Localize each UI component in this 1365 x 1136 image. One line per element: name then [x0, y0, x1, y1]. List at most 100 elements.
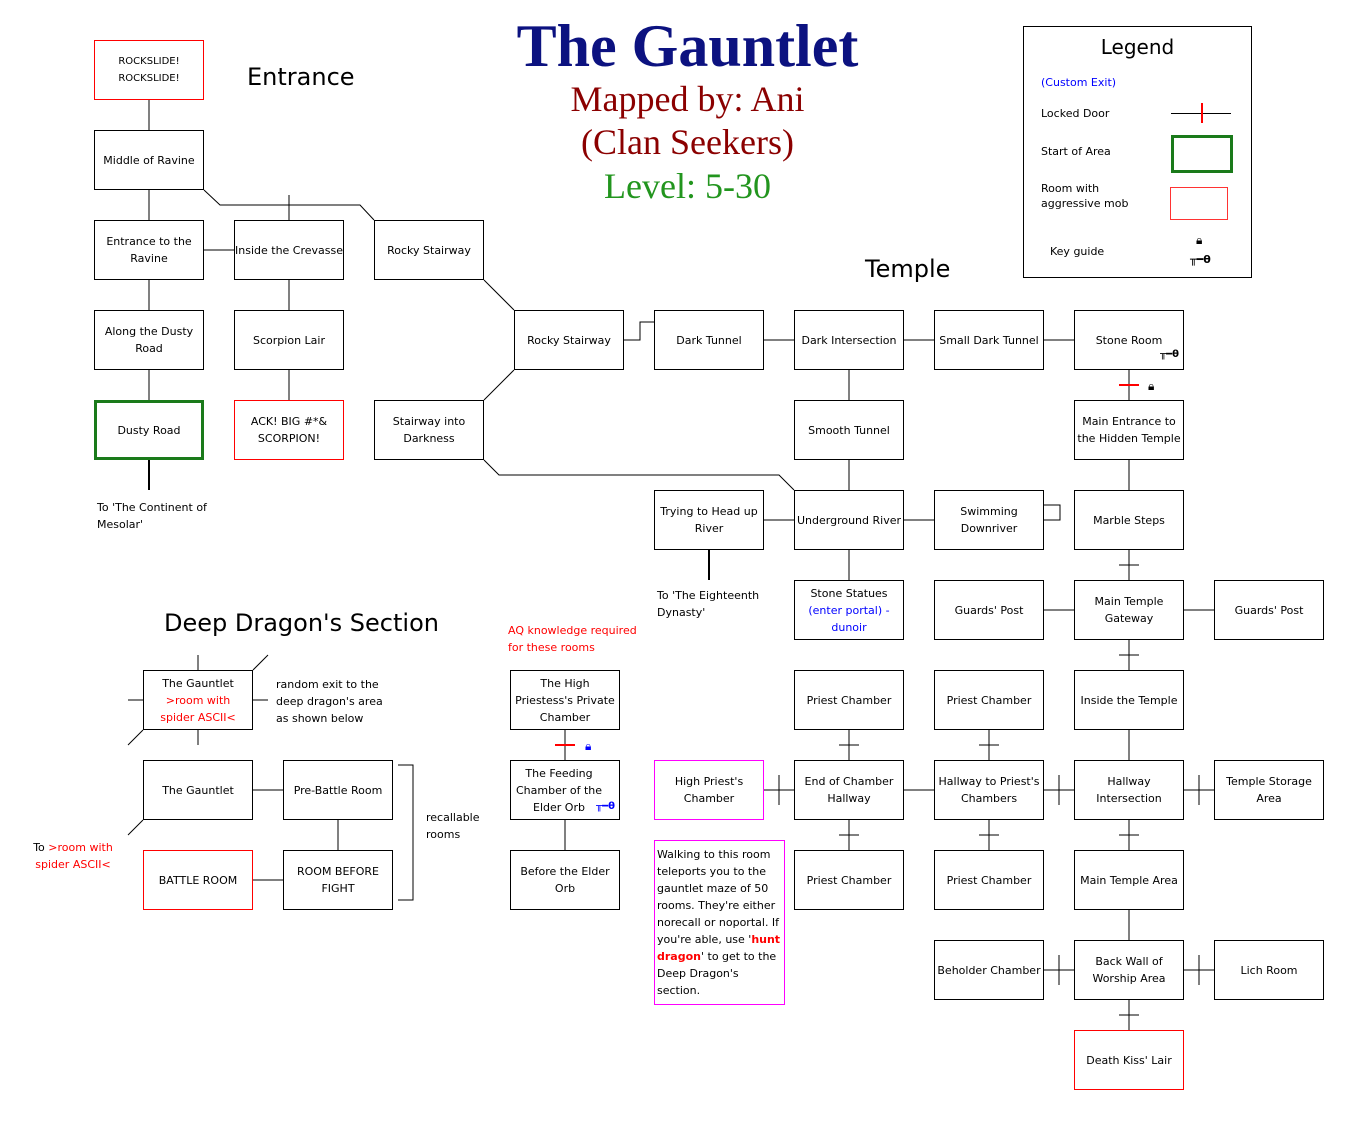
room-label: Stairway into Darkness [392, 415, 466, 445]
room-temple-storage[interactable]: Temple Storage Area [1214, 760, 1324, 820]
room-label: Main Entrance to the Hidden Temple [1077, 415, 1181, 445]
lock-icon: 🔒︎ [1196, 233, 1203, 247]
room-label: Priest Chamber [946, 693, 1032, 707]
room-swimming-downriver[interactable]: Swimming Downriver [934, 490, 1044, 550]
clan: (Clan Seekers) [581, 122, 794, 162]
room-gauntlet[interactable]: The Gauntlet [143, 760, 253, 820]
room-sublabel: (enter portal) - dunoir [808, 603, 890, 634]
room-label: Smooth Tunnel [808, 423, 890, 437]
room-priest-chamber-3[interactable]: Priest Chamber [794, 850, 904, 910]
room-high-priestess[interactable]: The High Priestess's Private Chamber [510, 670, 620, 730]
connector [127, 819, 144, 836]
room-smooth-tunnel[interactable]: Smooth Tunnel [794, 400, 904, 460]
room-label: Back Wall of Worship Area [1092, 955, 1166, 985]
room-entrance-ravine[interactable]: Entrance to the Ravine [94, 220, 204, 280]
room-priest-chamber-2[interactable]: Priest Chamber [934, 670, 1044, 730]
section-entrance: Entrance [247, 63, 355, 91]
room-label: Scorpion Lair [253, 333, 325, 347]
room-label: Before the Elder Orb [520, 865, 610, 895]
legend-custom-exit: (Custom Exit) [1041, 76, 1117, 89]
room-priest-chamber-1[interactable]: Priest Chamber [794, 670, 904, 730]
room-rockslide[interactable]: ROCKSLIDE! ROCKSLIDE! [94, 40, 204, 100]
level-range: Level: 5-30 [604, 166, 771, 206]
legend-locked-door: Locked Door [1041, 107, 1110, 120]
room-label: High Priest's Chamber [674, 775, 744, 805]
room-middle-ravine[interactable]: Middle of Ravine [94, 130, 204, 190]
mapped-by: Mapped by: Ani [570, 79, 805, 119]
to-spider-link: >room with spider ASCII< [35, 841, 113, 871]
room-label: The Gauntlet [162, 676, 234, 690]
room-priest-chamber-4[interactable]: Priest Chamber [934, 850, 1044, 910]
room-inside-temple[interactable]: Inside the Temple [1074, 670, 1184, 730]
room-beholder[interactable]: Beholder Chamber [934, 940, 1044, 1000]
room-gauntlet-spider[interactable]: The Gauntlet >room with spider ASCII< [143, 670, 253, 730]
room-trying-head-up[interactable]: Trying to Head up River [654, 490, 764, 550]
room-stone-room[interactable]: Stone Room╥━θ [1074, 310, 1184, 370]
room-high-priest[interactable]: High Priest's Chamber [654, 760, 764, 820]
connector [252, 654, 269, 671]
room-battle-room[interactable]: BATTLE ROOM [143, 850, 253, 910]
room-main-temple-area[interactable]: Main Temple Area [1074, 850, 1184, 910]
room-label: Priest Chamber [946, 873, 1032, 887]
room-guards-post-2[interactable]: Guards' Post [1214, 580, 1324, 640]
room-label: Middle of Ravine [103, 153, 195, 167]
room-feeding-chamber[interactable]: The Feeding Chamber of the Elder Orb╥━θ [510, 760, 620, 820]
legend-aggressive-mob: Room with aggressive mob [1041, 182, 1129, 210]
room-main-gateway[interactable]: Main Temple Gateway [1074, 580, 1184, 640]
teleport-note: Walking to this room teleports you to th… [654, 840, 785, 1005]
room-along-dusty[interactable]: Along the Dusty Road [94, 310, 204, 370]
room-stairway-darkness[interactable]: Stairway into Darkness [374, 400, 484, 460]
room-label: Rocky Stairway [527, 333, 611, 347]
legend-key-guide: Key guide [1050, 245, 1105, 258]
room-death-kiss[interactable]: Death Kiss' Lair [1074, 1030, 1184, 1090]
room-label: Main Temple Area [1080, 873, 1178, 887]
room-label: Death Kiss' Lair [1086, 1053, 1172, 1067]
room-guards-post-1[interactable]: Guards' Post [934, 580, 1044, 640]
hunt-dragon-command: hunt dragon [657, 933, 781, 963]
room-back-wall[interactable]: Back Wall of Worship Area [1074, 940, 1184, 1000]
locked-door-tick [1201, 103, 1203, 123]
room-rocky-stairway-2[interactable]: Rocky Stairway [514, 310, 624, 370]
room-label: ROOM BEFORE FIGHT [296, 865, 380, 895]
room-rocky-stairway-1[interactable]: Rocky Stairway [374, 220, 484, 280]
room-stone-statues[interactable]: Stone Statues(enter portal) - dunoir [794, 580, 904, 640]
room-label: Dark Intersection [801, 333, 897, 347]
room-hallway-intersection[interactable]: Hallway Intersection [1074, 760, 1184, 820]
room-label: Guards' Post [1234, 603, 1304, 617]
room-end-hallway[interactable]: End of Chamber Hallway [794, 760, 904, 820]
room-label: Inside the Temple [1080, 693, 1178, 707]
room-dusty-road[interactable]: Dusty Road [94, 400, 204, 460]
room-label: Rocky Stairway [387, 243, 471, 257]
room-sublabel: >room with spider ASCII< [160, 693, 236, 724]
room-label: Underground River [796, 513, 902, 527]
key-icon: ╥━θ [1190, 253, 1211, 266]
legend-start-area: Start of Area [1041, 145, 1111, 158]
room-scorpion-lair[interactable]: Scorpion Lair [234, 310, 344, 370]
room-underground-river[interactable]: Underground River [794, 490, 904, 550]
connector [398, 764, 414, 901]
room-lich[interactable]: Lich Room [1214, 940, 1324, 1000]
room-small-dark-tunnel[interactable]: Small Dark Tunnel [934, 310, 1044, 370]
room-label: ROCKSLIDE! ROCKSLIDE! [118, 56, 180, 84]
room-label: End of Chamber Hallway [804, 775, 894, 805]
exit-continent-note: To 'The Continent of Mesolar' [97, 501, 207, 531]
room-marble-steps[interactable]: Marble Steps [1074, 490, 1184, 550]
connector [483, 459, 795, 491]
room-label: Entrance to the Ravine [106, 235, 192, 265]
room-before-orb[interactable]: Before the Elder Orb [510, 850, 620, 910]
section-temple: Temple [865, 255, 951, 283]
connector [203, 189, 375, 221]
room-hallway-priests[interactable]: Hallway to Priest's Chambers [934, 760, 1044, 820]
connector [483, 279, 515, 311]
room-label: The Feeding Chamber of the Elder Orb [515, 766, 603, 814]
room-dark-tunnel[interactable]: Dark Tunnel [654, 310, 764, 370]
room-label: Beholder Chamber [937, 963, 1041, 977]
room-pre-battle[interactable]: Pre-Battle Room [283, 760, 393, 820]
room-dark-intersection[interactable]: Dark Intersection [794, 310, 904, 370]
room-label: Dark Tunnel [676, 333, 742, 347]
room-main-entrance[interactable]: Main Entrance to the Hidden Temple [1074, 400, 1184, 460]
room-inside-crevasse[interactable]: Inside the Crevasse [234, 220, 344, 280]
room-room-before-fight[interactable]: ROOM BEFORE FIGHT [283, 850, 393, 910]
room-label: Along the Dusty Road [104, 325, 194, 355]
room-ack[interactable]: ACK! BIG #*& SCORPION! [234, 400, 344, 460]
